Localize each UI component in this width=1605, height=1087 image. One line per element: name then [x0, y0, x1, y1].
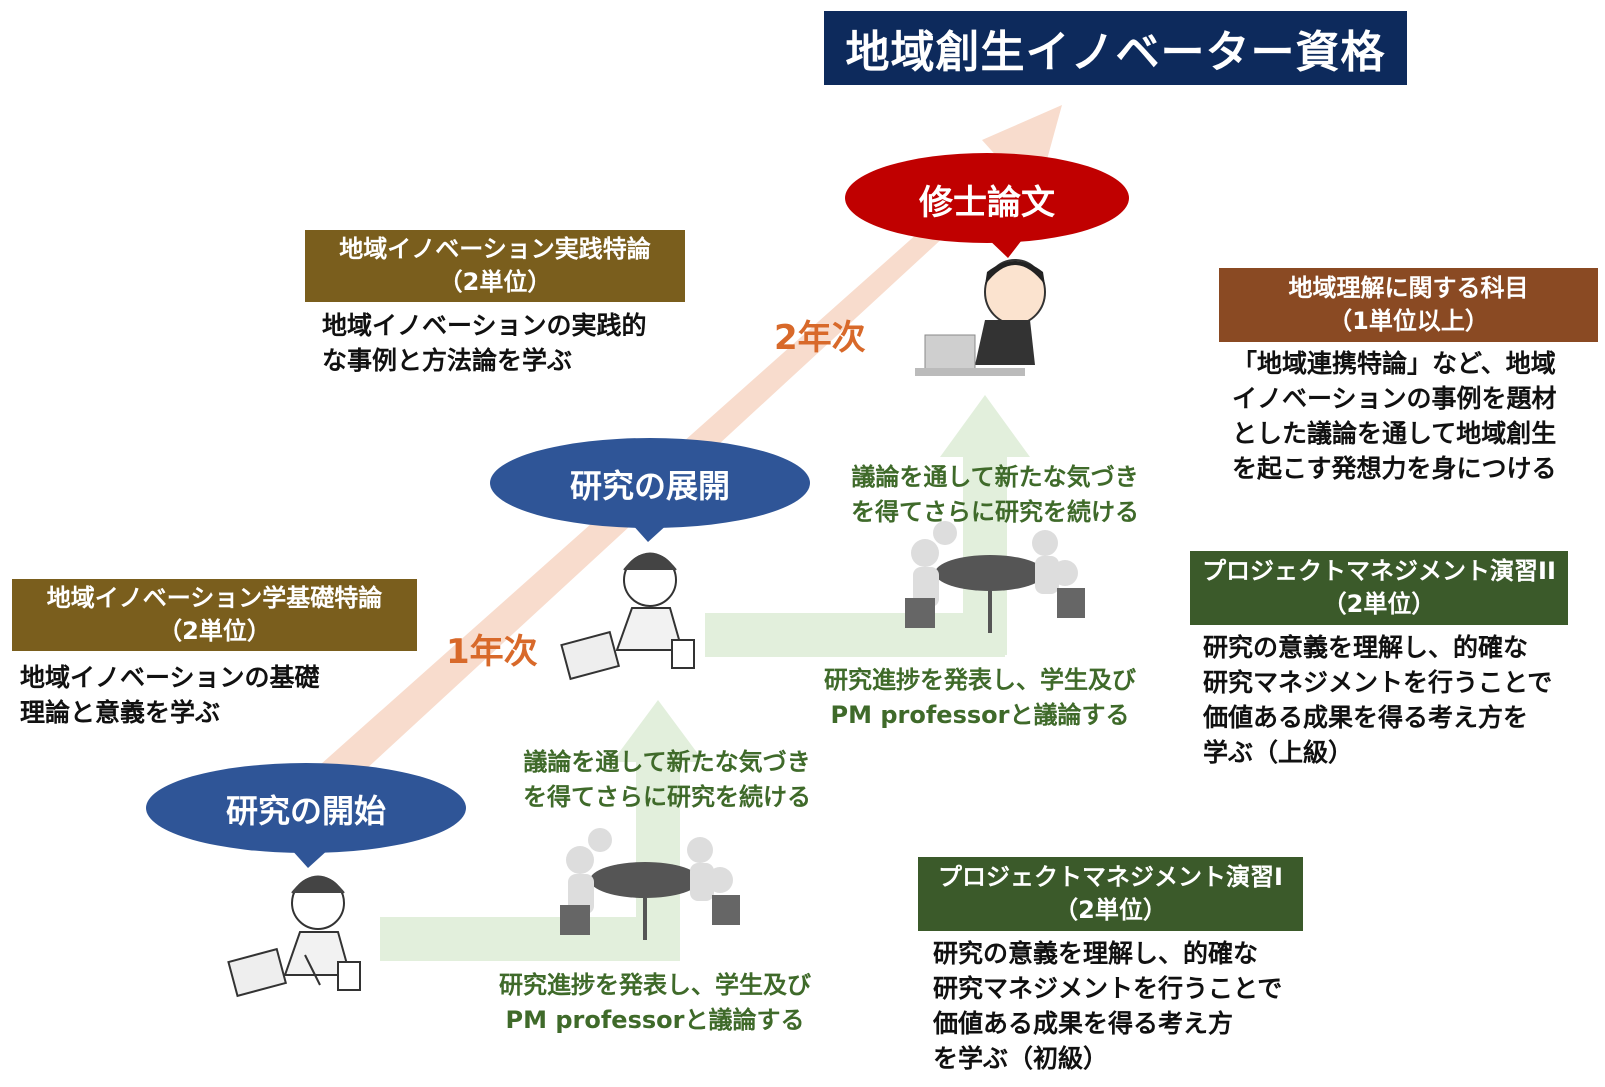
student-thinking-figure-start [227, 875, 361, 998]
flow-line: 議論を通して新たな気づき [851, 463, 1139, 491]
flow-present-lower: 研究進捗を発表し、学生及び PM professorと議論する [465, 968, 845, 1038]
meeting-group-upper [905, 521, 1085, 633]
desc-line: イノベーションの事例を題材 [1232, 384, 1557, 413]
flow-line: を得てさらに研究を続ける [523, 783, 811, 811]
year-label-1: 1年次 [446, 632, 538, 672]
desc-line: 地域イノベーションの基礎 [20, 663, 320, 692]
course-header-pm2: プロジェクトマネジメント演習II （2単位） [1190, 551, 1568, 625]
course-header-pm1: プロジェクトマネジメント演習I （2単位） [918, 857, 1303, 931]
flow-present-upper: 研究進捗を発表し、学生及び PM professorと議論する [790, 663, 1170, 733]
bubble-thesis [845, 153, 1129, 258]
lower-flow-arrow [380, 700, 704, 961]
course-desc-pm1: 研究の意義を理解し、的確な 研究マネジメントを行うことで 価値ある成果を得る考え… [933, 936, 1282, 1076]
stage-label-thesis: 修士論文 [919, 183, 1055, 223]
flow-discuss-upper: 議論を通して新たな気づき を得てさらに研究を続ける [805, 460, 1185, 530]
course-desc-regional: 「地域連携特論」など、地域 イノベーションの事例を題材 とした議論を通して地域創… [1232, 346, 1557, 486]
course-credits: （2単位） [1322, 590, 1436, 618]
course-credits: （2単位） [158, 617, 271, 645]
course-header-basics: 地域イノベーション学基礎特論 （2単位） [12, 579, 417, 651]
desc-line: を学ぶ（初級） [933, 1044, 1109, 1073]
desc-line: を起こす発想力を身につける [1232, 454, 1557, 483]
desc-line: 地域イノベーションの実践的 [322, 311, 647, 340]
course-title: プロジェクトマネジメント演習II [1202, 557, 1556, 585]
desc-line: 研究の意義を理解し、的確な [933, 939, 1259, 968]
course-title: プロジェクトマネジメント演習I [938, 863, 1283, 891]
course-credits: （2単位） [1054, 896, 1167, 924]
flow-line: を得てさらに研究を続ける [851, 498, 1139, 526]
flow-discuss-lower: 議論を通して新たな気づき を得てさらに研究を続ける [477, 745, 857, 815]
upper-flow-arrow [705, 395, 1030, 657]
course-header-regional: 地域理解に関する科目 （1単位以上） [1219, 268, 1598, 342]
student-laptop-figure [915, 259, 1046, 376]
course-title: 地域理解に関する科目 [1288, 274, 1529, 302]
bubble-development [490, 438, 810, 542]
course-credits: （2単位） [438, 268, 552, 296]
course-desc-pm2: 研究の意義を理解し、的確な 研究マネジメントを行うことで 価値ある成果を得る考え… [1203, 630, 1552, 770]
flow-line: PM professorと議論する [830, 701, 1130, 729]
course-title: 地域イノベーション学基礎特論 [46, 584, 383, 612]
course-desc-basics: 地域イノベーションの基礎 理論と意義を学ぶ [20, 660, 320, 730]
desc-line: 価値ある成果を得る考え方 [933, 1009, 1234, 1038]
flow-line: PM professorと議論する [505, 1006, 805, 1034]
desc-line: 研究の意義を理解し、的確な [1203, 633, 1529, 662]
course-desc-practice: 地域イノベーションの実践的 な事例と方法論を学ぶ [322, 308, 647, 378]
course-title: 地域イノベーション実践特論 [339, 235, 651, 263]
flow-line: 研究進捗を発表し、学生及び [824, 666, 1136, 694]
stage-label-development: 研究の展開 [569, 467, 730, 505]
flow-line: 議論を通して新たな気づき [523, 748, 811, 776]
desc-line: な事例と方法論を学ぶ [322, 346, 573, 375]
desc-line: 価値ある成果を得る考え方を [1203, 703, 1529, 732]
desc-line: 理論と意義を学ぶ [20, 698, 221, 727]
meeting-group-lower [560, 828, 740, 940]
desc-line: 「地域連携特論」など、地域 [1232, 349, 1556, 378]
desc-line: 研究マネジメントを行うことで [1203, 668, 1553, 697]
flow-line: 研究進捗を発表し、学生及び [499, 971, 811, 999]
student-thinking-figure-development [560, 552, 695, 681]
year-label-2: 2年次 [774, 318, 866, 358]
stage-label-start: 研究の開始 [225, 792, 386, 830]
desc-line: 研究マネジメントを行うことで [933, 974, 1283, 1003]
page-title: 地域創生イノベーター資格 [824, 11, 1407, 85]
desc-line: 学ぶ（上級） [1203, 738, 1354, 767]
course-credits: （1単位以上） [1328, 307, 1489, 335]
bubble-start [146, 763, 466, 868]
course-header-practice: 地域イノベーション実践特論 （2単位） [305, 230, 685, 302]
desc-line: とした議論を通して地域創生 [1232, 419, 1557, 448]
